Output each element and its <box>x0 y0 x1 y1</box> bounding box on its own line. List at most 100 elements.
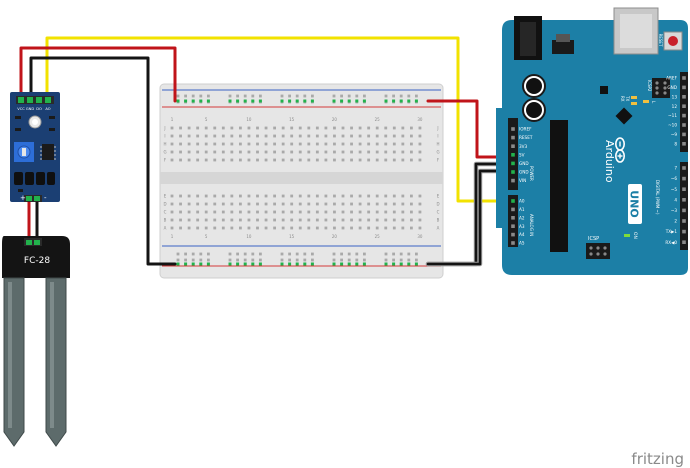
rail-hole <box>355 94 359 98</box>
rail-hole <box>228 94 232 98</box>
row-letter: E <box>164 194 167 199</box>
terminal-hole <box>350 158 353 162</box>
terminal-hole <box>350 194 353 198</box>
terminal-hole <box>170 194 174 198</box>
rail-hole <box>207 258 210 262</box>
terminal-hole <box>256 226 259 230</box>
digital-pin-label: ~5 <box>671 187 678 192</box>
terminal-hole <box>273 134 276 138</box>
terminal-hole <box>324 150 328 154</box>
terminal-hole <box>256 210 259 214</box>
digital-pin-label: 13 <box>672 94 678 99</box>
terminal-hole <box>170 134 174 138</box>
connected-hole <box>303 99 307 103</box>
rail-hole <box>392 94 395 98</box>
terminal-hole <box>256 134 259 138</box>
connected-hole <box>176 262 180 266</box>
connected-hole <box>392 99 396 103</box>
terminal-hole <box>401 134 405 138</box>
terminal-hole <box>264 158 268 162</box>
rail-hole <box>363 258 366 262</box>
rail-hole <box>355 252 359 256</box>
terminal-hole <box>401 142 405 146</box>
row-letter: H <box>436 142 439 147</box>
sensor-module: VCC GND DO AO + - <box>10 92 60 202</box>
terminal-hole <box>204 126 208 130</box>
terminal-hole <box>230 210 234 214</box>
row-letter: B <box>164 218 167 223</box>
analog-pin <box>511 216 515 220</box>
connected-hole <box>303 262 307 266</box>
terminal-hole <box>230 202 234 206</box>
rail-hole <box>236 94 239 98</box>
terminal-hole <box>213 218 217 222</box>
terminal-hole <box>333 218 336 222</box>
terminal-hole <box>410 134 413 138</box>
terminal-hole <box>204 194 208 198</box>
terminal-hole <box>341 194 345 198</box>
terminal-hole <box>290 150 294 154</box>
digital-pin-label: 4 <box>674 197 677 202</box>
terminal-hole <box>384 226 388 230</box>
terminal-hole <box>410 158 413 162</box>
terminal-hole <box>264 194 268 198</box>
rail-hole <box>191 258 195 262</box>
rail-hole <box>407 94 411 98</box>
terminal-hole <box>341 126 345 130</box>
rail-hole <box>295 258 299 262</box>
row-letter: H <box>163 142 166 147</box>
terminal-hole <box>384 150 388 154</box>
terminal-hole <box>375 226 379 230</box>
terminal-hole <box>196 226 200 230</box>
terminal-hole <box>187 126 191 130</box>
terminal-hole <box>187 158 191 162</box>
digital-pin-label: 7 <box>674 166 677 171</box>
power-pin-label: GND <box>519 161 529 166</box>
rail-hole <box>191 94 195 98</box>
digital-pin <box>682 142 686 146</box>
terminal-hole <box>341 226 345 230</box>
terminal-hole <box>256 194 259 198</box>
terminal-hole <box>410 194 413 198</box>
terminal-hole <box>179 226 182 230</box>
probe-label: FC-28 <box>24 256 50 266</box>
connected-hole <box>407 99 411 103</box>
row-letter: D <box>163 202 166 207</box>
connected-hole <box>191 99 195 103</box>
rail-hole <box>407 252 411 256</box>
connected-hole <box>355 262 359 266</box>
power-pin <box>511 127 515 131</box>
terminal-hole <box>410 218 413 222</box>
rail-hole <box>236 252 239 256</box>
terminal-hole <box>204 226 208 230</box>
column-number: 30 <box>417 234 423 239</box>
terminal-hole <box>410 210 413 214</box>
terminal-hole <box>239 134 242 138</box>
analog-pin-label: A3 <box>519 224 525 229</box>
red-5v-wire <box>426 99 514 159</box>
terminal-hole <box>315 150 319 154</box>
connected-hole <box>184 99 188 103</box>
terminal-hole <box>410 226 413 230</box>
terminal-hole <box>410 142 413 146</box>
rail-hole <box>399 252 403 256</box>
digital-pin-label: GND <box>667 85 677 90</box>
pin-label-gnd: GND <box>26 107 34 111</box>
terminal-hole <box>298 194 302 198</box>
digital-pin-label: TX▶1 <box>665 229 678 234</box>
terminal-hole <box>375 126 379 130</box>
terminal-hole <box>333 202 336 206</box>
terminal-hole <box>204 158 208 162</box>
terminal-hole <box>375 150 379 154</box>
connected-hole <box>384 99 388 103</box>
rail-hole <box>355 258 359 262</box>
terminal-hole <box>170 150 174 154</box>
terminal-hole <box>324 202 328 206</box>
terminal-hole <box>367 210 371 214</box>
terminal-hole <box>247 194 251 198</box>
connected-hole <box>280 99 284 103</box>
terminal-hole <box>315 158 319 162</box>
connected-hole <box>191 262 195 266</box>
